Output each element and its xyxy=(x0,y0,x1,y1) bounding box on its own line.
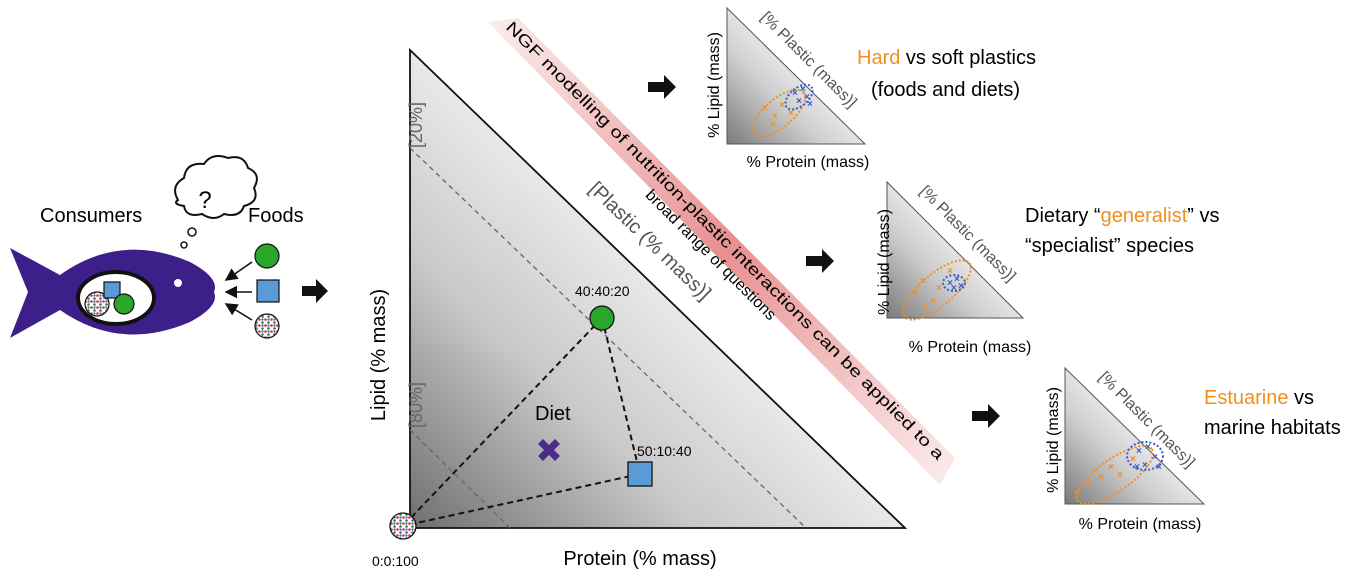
panel-generalist-specialist: ×××××× ×××× % Lipid (mass) % Protein (ma… xyxy=(876,180,1220,356)
arrow-to-panel-3 xyxy=(972,404,1000,428)
diet-hull-3 xyxy=(402,473,641,527)
svg-text:××××××: ×××××× xyxy=(1134,442,1162,473)
consumers-illustration xyxy=(10,248,215,338)
food-mixed-circle xyxy=(254,313,280,339)
svg-text:Dietary “generalist” vs: Dietary “generalist” vs xyxy=(1025,205,1220,227)
panel3-xlabel: % Protein (mass) xyxy=(1079,516,1202,533)
fish-eye xyxy=(174,279,182,287)
food-arrow-3 xyxy=(224,303,253,321)
food-green-circle xyxy=(254,243,280,269)
blue-food-label: 50:10:40 xyxy=(637,443,692,459)
svg-text:×××××: ××××× xyxy=(792,84,813,110)
diet-label: Diet xyxy=(535,403,571,425)
panel3-desc-highlight: Estuarine xyxy=(1204,387,1289,409)
panel1-desc-line2: (foods and diets) xyxy=(871,79,1020,101)
food-arrow-1 xyxy=(224,261,253,281)
main-triangle xyxy=(409,47,908,529)
panel2-ylabel: % Lipid (mass) xyxy=(876,209,893,315)
arrow-to-triangle xyxy=(302,279,328,303)
stomach-blue-food xyxy=(103,281,121,299)
panel2-orange-ellipse xyxy=(902,259,972,321)
panel3-desc-rest: vs xyxy=(1289,387,1315,409)
blue-food-point xyxy=(627,461,653,487)
mixed-food-point xyxy=(389,512,417,540)
panel3-ylabel: % Lipid (mass) xyxy=(1045,387,1062,493)
panel2-desc-highlight: generalist xyxy=(1101,205,1188,227)
diet-mark xyxy=(538,439,560,461)
svg-text:××××××: ×××××× xyxy=(1074,454,1136,499)
food-items xyxy=(224,243,280,339)
green-food-point xyxy=(589,305,615,331)
food-blue-square xyxy=(256,279,280,303)
panel3-desc-line2: marine habitats xyxy=(1204,417,1341,439)
panel1-orange-ellipse xyxy=(751,88,807,138)
mixed-food-label: 0:0:100 xyxy=(372,553,419,569)
panel2-blue-ellipse xyxy=(942,274,966,292)
band-shape xyxy=(488,18,955,485)
panel1-xlabel: % Protein (mass) xyxy=(747,154,870,171)
svg-text:××××: ×××× xyxy=(947,274,964,294)
diet-hull-2 xyxy=(402,317,603,527)
stomach-green-food xyxy=(113,293,135,315)
panel2-desc-pre: Dietary “ xyxy=(1025,205,1101,227)
stomach-mixed-food xyxy=(84,291,110,317)
main-ternary-plot: [20%] [80%] [Plastic (% mass)] 40:40:20 … xyxy=(368,47,908,570)
panel-hard-soft: ××××× ××××× % Lipid (mass) % Protein (ma… xyxy=(706,6,1036,171)
green-food-label: 40:40:20 xyxy=(575,283,630,299)
svg-text:×××××: ××××× xyxy=(762,100,794,130)
panel1-ylabel: % Lipid (mass) xyxy=(706,32,723,138)
panel1-blue-ellipse xyxy=(784,83,814,111)
thought-bubble: ? xyxy=(174,155,258,249)
consumers-label: Consumers xyxy=(40,205,142,227)
panel1-desc-rest: vs soft plastics xyxy=(900,47,1036,69)
arrow-to-panel-2 xyxy=(806,249,834,273)
svg-text:Hard vs soft plastics: Hard vs soft plastics xyxy=(857,47,1036,69)
thought-question-mark: ? xyxy=(198,187,211,214)
label-20-percent: [20%] xyxy=(406,102,426,148)
panel2-desc-post: ” vs xyxy=(1187,205,1219,227)
label-80-percent: [80%] xyxy=(406,382,426,428)
arrow-to-panel-1 xyxy=(648,75,676,99)
panel2-desc-line2: “specialist” species xyxy=(1025,235,1194,257)
svg-text:Estuarine vs: Estuarine vs xyxy=(1204,387,1314,409)
diet-hull-1 xyxy=(601,317,641,475)
line-20-percent xyxy=(409,147,807,529)
panel2-xlabel: % Protein (mass) xyxy=(909,339,1032,356)
x-axis-label: Protein (% mass) xyxy=(563,548,716,570)
foods-label: Foods xyxy=(248,205,304,227)
panel3-blue-ellipse xyxy=(1126,441,1164,471)
panel3-triangle xyxy=(1064,366,1206,505)
y-axis-label: Lipid (% mass) xyxy=(368,289,390,421)
panel2-triangle xyxy=(886,180,1025,319)
panel-estuarine-marine: ×××××× ×××××× % Lipid (mass) % Protein (… xyxy=(1045,366,1341,533)
svg-text:××××××: ×××××× xyxy=(912,266,953,313)
panel1-desc-highlight: Hard xyxy=(857,47,900,69)
panel1-triangle xyxy=(726,6,867,145)
